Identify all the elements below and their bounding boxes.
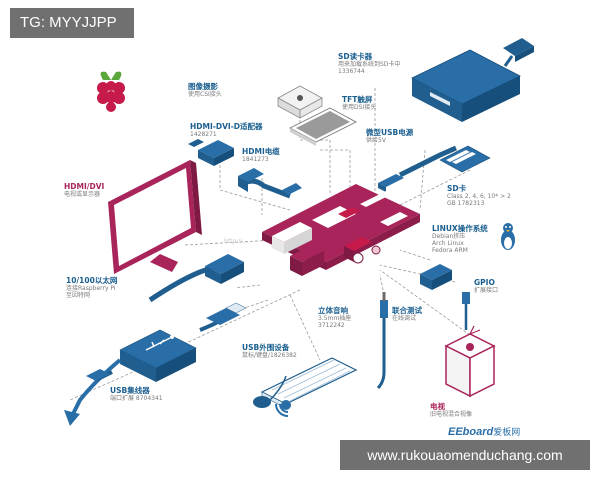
tux-penguin-icon <box>501 223 515 250</box>
label-hdmi-cable: HDMI电缆 1841273 <box>242 147 280 163</box>
raspberry-pi-board <box>262 184 420 276</box>
wireless-signal-icon <box>275 400 291 417</box>
label-hdmi-cable-sub: 1841273 <box>242 156 269 163</box>
raspberry-pi-logo <box>97 71 125 112</box>
tg-tag-overlay: TG: MYYJJPP <box>10 8 134 38</box>
label-sd-reader-sub: 用来加载系统到SD卡中 <box>338 61 401 68</box>
eeboard-brand: EEboard爱板网 <box>448 425 520 438</box>
label-micro-usb: 微型USB电源 供给5V <box>366 128 413 144</box>
label-gpio: GPIO 扩展接口 <box>474 278 498 294</box>
ethernet-cable <box>148 254 244 303</box>
label-sd-card-sub2: GB 1782313 <box>447 200 485 208</box>
usb-hub <box>64 329 197 426</box>
label-hdmi-dvi-sub: 1428271 <box>190 131 217 138</box>
faint-url-text: http://... <box>224 238 249 245</box>
label-ethernet-title: 10/100以太网 <box>66 276 118 285</box>
sd-card-reader <box>411 38 534 122</box>
gpio-connector <box>420 264 452 290</box>
camera-module <box>277 85 323 119</box>
hdmi-cable <box>238 168 302 199</box>
audio-jack <box>376 292 388 390</box>
label-usb-hub-sub: 端口扩展 8704341 <box>110 395 163 402</box>
label-audio: 立体音响 3.5mm插座 3712242 <box>318 306 351 329</box>
label-tft: TFT触屏 使用DSI接头 <box>342 95 376 111</box>
label-monitor-sub: 电视或显示器 <box>64 191 101 198</box>
label-audio-sub: 3.5mm插座 <box>318 315 352 322</box>
label-monitor-title: HDMI/DVI <box>64 182 105 191</box>
label-gpio-sub: 扩展接口 <box>474 287 499 294</box>
label-usb-hub: USB集线器 端口扩展 8704341 <box>110 386 163 402</box>
label-usb-devices: USB外围设备 鼠标/键盘/1826382 <box>242 343 297 359</box>
hdmi-dvi-adapter <box>188 139 234 166</box>
label-audio-sub2: 3712242 <box>318 322 345 330</box>
micro-usb-power <box>378 145 458 192</box>
label-tv-sub: 旧电视混合视像 <box>430 411 473 418</box>
brand-name: EEboard <box>448 426 494 438</box>
label-hdmi-cable-title: HDMI电缆 <box>242 147 280 156</box>
mouse <box>253 375 287 408</box>
label-sd-reader: SD读卡器 用来加载系统到SD卡中 1336744 <box>338 52 400 75</box>
label-sd-reader-sub2: 1336744 <box>338 68 365 76</box>
label-linux-sub: Debian挤压 <box>432 233 466 240</box>
label-camera: 图像摄影 使用CSI接头 <box>188 82 222 98</box>
label-composite-title: 联合测试 <box>392 306 422 315</box>
label-ethernet-sub: 连接Raspberry Pi <box>66 285 116 292</box>
label-audio-title: 立体音响 <box>318 306 348 315</box>
label-sd-card-title: SD卡 <box>447 184 467 193</box>
monitor <box>108 160 202 274</box>
label-hdmi-dvi-title: HDMI-DVI-D适配器 <box>190 122 263 131</box>
label-linux-sub3: Fedora ARM <box>432 247 468 255</box>
label-tv: 电视 旧电视混合视像 <box>430 402 472 418</box>
usb-plug-left <box>86 369 113 382</box>
label-usb-devices-sub: 鼠标/键盘/1826382 <box>242 352 297 359</box>
label-sd-reader-title: SD读卡器 <box>338 52 373 61</box>
label-micro-usb-sub: 供给5V <box>366 137 386 144</box>
label-composite: 联合测试 在线调试 <box>392 306 422 322</box>
label-linux: LINUX操作系统 Debian挤压 Arch Linux Fedora ARM <box>432 224 488 255</box>
label-camera-sub: 使用CSI接头 <box>188 91 222 98</box>
brand-cn: 爱板网 <box>493 427 521 437</box>
sd-card <box>439 145 491 173</box>
label-linux-sub2: Arch Linux <box>432 240 464 248</box>
label-tft-sub: 使用DSI接头 <box>342 104 377 111</box>
label-gpio-title: GPIO <box>474 278 495 287</box>
usb-plug-top <box>199 302 247 332</box>
label-composite-sub: 在线调试 <box>392 315 417 322</box>
watermark-url-overlay: www.rukouaomenduchang.com <box>340 440 590 470</box>
label-ethernet: 10/100以太网 连接Raspberry Pi 至因特网 <box>66 276 117 299</box>
label-usb-hub-title: USB集线器 <box>110 386 150 395</box>
label-tft-title: TFT触屏 <box>342 95 373 104</box>
label-sd-card-sub: Class 2, 4, 6, 10* > 2 <box>447 193 511 200</box>
label-tv-title: 电视 <box>430 402 445 411</box>
label-sd-card: SD卡 Class 2, 4, 6, 10* > 2 GB 1782313 <box>447 184 511 207</box>
tv <box>444 325 496 398</box>
label-ethernet-sub2: 至因特网 <box>66 292 91 300</box>
label-linux-title: LINUX操作系统 <box>432 224 488 233</box>
tft-touchscreen <box>289 107 357 146</box>
label-monitor: HDMI/DVI 电视或显示器 <box>64 182 104 198</box>
label-hdmi-dvi: HDMI-DVI-D适配器 1428271 <box>190 122 263 138</box>
label-camera-title: 图像摄影 <box>188 82 218 91</box>
label-usb-devices-title: USB外围设备 <box>242 343 290 352</box>
label-micro-usb-title: 微型USB电源 <box>366 128 414 137</box>
keyboard <box>260 357 358 409</box>
composite-video-plug <box>462 292 470 330</box>
